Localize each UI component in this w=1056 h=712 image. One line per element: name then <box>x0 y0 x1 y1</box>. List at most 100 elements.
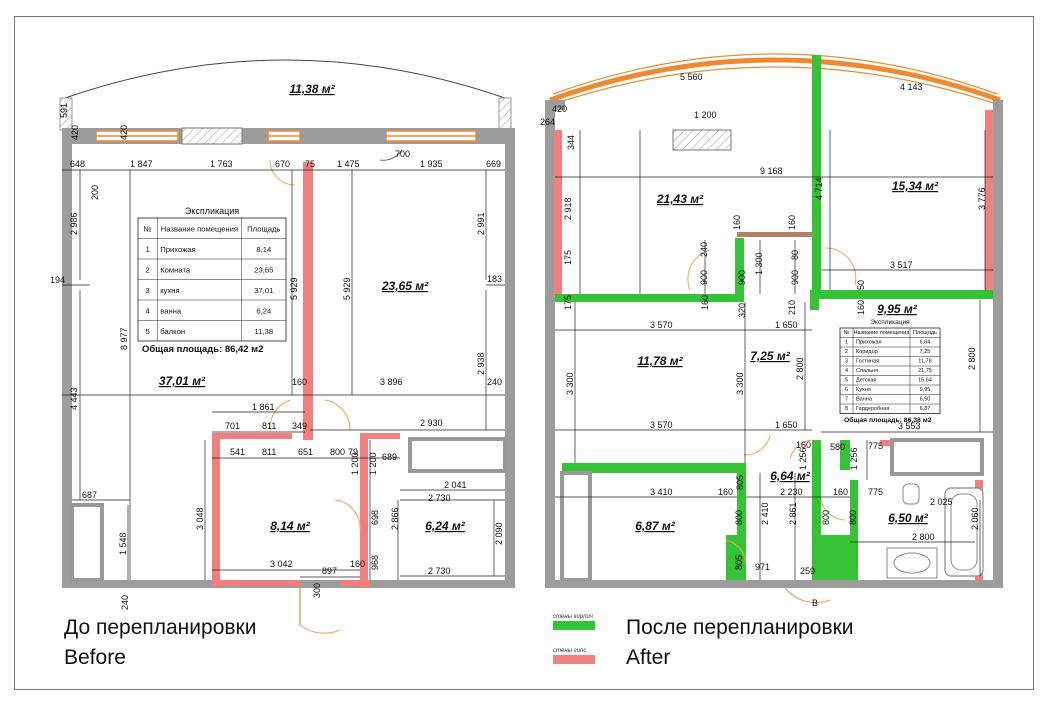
dimension-label: 200 <box>90 185 100 200</box>
shaft <box>890 438 984 476</box>
dimension-label: 3 048 <box>195 507 205 530</box>
room-area-label: 7,25 м² <box>750 349 791 363</box>
dimension-label: 160 <box>292 377 307 387</box>
door-arc <box>324 399 351 431</box>
table-cell: Прихожая <box>160 245 195 254</box>
dimension-label: 5 929 <box>289 277 299 300</box>
door-arc <box>299 588 341 634</box>
dimension-label: 1 475 <box>337 159 360 169</box>
toilet <box>902 483 920 505</box>
dimension-label: 3 042 <box>270 559 293 569</box>
dimension-label: 160 <box>718 487 733 497</box>
dimension-label: 800 <box>734 510 744 525</box>
dimension-label: 160 <box>787 215 797 230</box>
table-cell: 23,65 <box>254 265 273 274</box>
dimension-label: 1 200 <box>350 452 360 475</box>
table-total: Общая площадь: 86,38 м2 <box>844 416 932 424</box>
dimension-label: 160 <box>796 440 811 450</box>
gypsum-wall <box>303 162 313 440</box>
door-arc <box>820 499 846 521</box>
brick-wall <box>812 55 821 295</box>
drawing-frame <box>14 16 1034 690</box>
dimension-label: 698 <box>370 510 380 525</box>
dimension-label: 240 <box>120 595 130 610</box>
dimension-label: 2 866 <box>390 507 400 530</box>
dimension-label: 971 <box>755 562 770 572</box>
table-cell: Детская <box>856 378 876 384</box>
dimension-label: 775 <box>868 487 883 497</box>
dimension-label: 80 <box>790 250 800 260</box>
brick-wall <box>810 290 819 310</box>
dimension-label: 1 200 <box>368 452 378 475</box>
room-area-label: 21,43 м² <box>656 192 704 206</box>
door-arc <box>379 149 403 161</box>
dimension-label: 4 443 <box>69 387 79 410</box>
dimension-label: 420 <box>119 125 129 140</box>
room-area-label: 15,34 м² <box>892 179 939 193</box>
door-arc <box>269 159 296 186</box>
dimension-label: 420 <box>70 125 80 140</box>
dimension-label: 1 200 <box>694 110 717 120</box>
dimension-label: 4 143 <box>900 82 923 92</box>
caption-before-ru: До перепланировки <box>64 616 256 639</box>
dimension-label: 1 548 <box>118 532 128 555</box>
brick-wall <box>562 463 746 473</box>
caption-after-en: After <box>626 646 670 669</box>
brick-wall <box>812 290 993 299</box>
dimension-label: 811 <box>262 447 276 457</box>
dimension-label: 775 <box>868 441 883 451</box>
dimension-label: 900 <box>790 270 800 285</box>
table-cell: 2 <box>845 349 848 355</box>
dimension-label: 800 <box>848 510 858 525</box>
wall <box>62 128 72 588</box>
table-cell: 11,78 <box>918 359 931 365</box>
gypsum-wall <box>212 433 292 439</box>
dimension-label: 3 300 <box>735 372 745 395</box>
table-cell: Спальня <box>856 368 878 374</box>
legend-brick-label: стены кирпич <box>553 614 593 620</box>
legend-gypsum-swatch <box>553 655 595 664</box>
table-cell: 7,25 <box>920 349 931 355</box>
dimension-label: 700 <box>395 149 410 159</box>
table-frame <box>839 327 941 414</box>
dimension-label: 264 <box>540 117 555 127</box>
brick-wall <box>812 440 821 535</box>
dimension-label: 5 560 <box>680 72 703 82</box>
radiator <box>181 127 243 145</box>
wall <box>545 580 1003 588</box>
room-area-label: 9,95 м² <box>877 302 918 316</box>
dimension-label: 1 256 <box>849 447 859 470</box>
dimension-label: 3 776 <box>977 187 987 210</box>
table-cell: 3 <box>145 286 149 295</box>
table-cell: 1 <box>145 245 149 254</box>
dimension-label: 9 168 <box>760 166 783 176</box>
table-cell: 6,87 <box>920 406 931 412</box>
dimension-label: 5 929 <box>342 277 352 300</box>
caption-after-ru: После перепланировки <box>626 616 854 639</box>
table-header: № <box>144 224 152 233</box>
dimension-label: 344 <box>566 135 576 150</box>
table-cell: 4 <box>845 368 848 374</box>
table-cell: 6,50 <box>920 397 931 403</box>
dimension-label: 1 861 <box>252 402 275 412</box>
door-arc <box>334 499 361 531</box>
table-cell: 4 <box>145 306 150 315</box>
dimension-label: 175 <box>563 250 573 265</box>
plan-after <box>545 53 1003 604</box>
wall <box>505 128 515 588</box>
dimension-label: 1 650 <box>775 320 798 330</box>
table-cell: 6,64 <box>920 340 931 346</box>
table-cell: ванна <box>160 306 182 315</box>
table-header: № <box>844 330 850 336</box>
dimension-label: 194 <box>50 275 65 285</box>
table-cell: кухня <box>160 286 179 295</box>
dimension-label: 3 896 <box>380 377 403 387</box>
table-cell: Ванна <box>856 397 873 403</box>
table-cell: 5 <box>145 327 149 336</box>
table-cell: Кухня <box>856 387 871 393</box>
table-cell: Комната <box>160 265 191 274</box>
table-header: Название помещения <box>854 330 910 336</box>
dimension-label: 8 977 <box>119 327 129 350</box>
